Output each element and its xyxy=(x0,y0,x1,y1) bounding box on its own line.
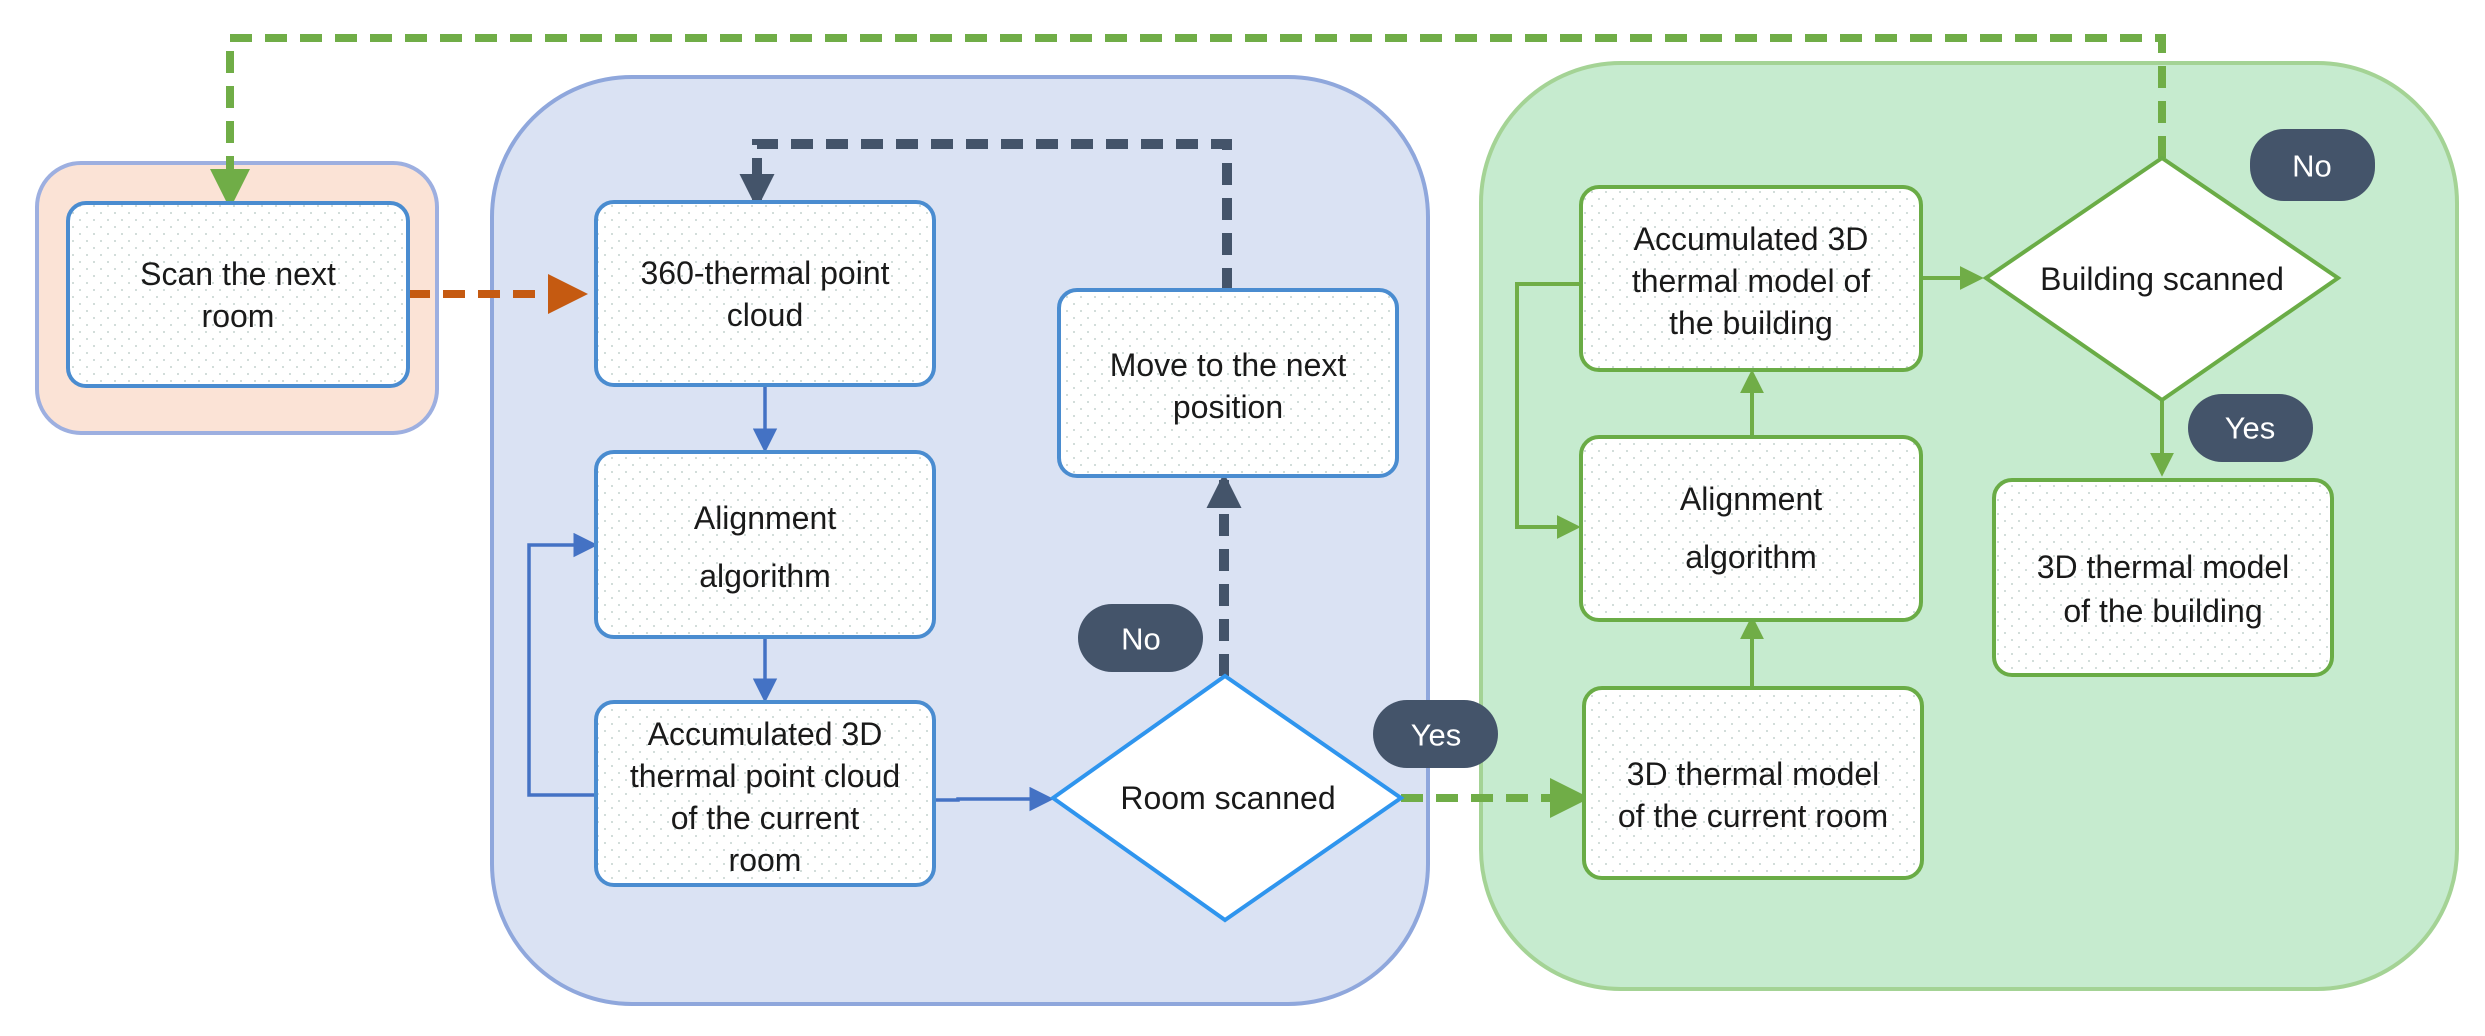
accumulated-building-label: Accumulated 3D thermal model of the buildi… xyxy=(1632,221,1870,341)
label-line: room xyxy=(729,842,802,878)
arrow-move-to-point-cloud xyxy=(739,139,1232,290)
arrow-accumulated-to-room-scanned xyxy=(928,786,1054,812)
label-line: Alignment xyxy=(1680,481,1822,517)
room-scanned-label: Room scanned xyxy=(1120,780,1335,816)
label-line: of the current room xyxy=(1618,798,1888,834)
label-line: of the current xyxy=(671,800,860,836)
accumulated-room-box xyxy=(594,700,936,887)
building-scanned-label: Building scanned xyxy=(2040,261,2284,297)
model-building-box xyxy=(1992,478,2334,677)
scan-next-room-box xyxy=(66,201,410,388)
label-line: cloud xyxy=(727,297,804,333)
label-line: 3D thermal model xyxy=(1627,756,1880,792)
room-no-badge xyxy=(1078,604,1203,672)
building-no-badge xyxy=(2250,129,2375,201)
alignment-room-box xyxy=(594,450,936,639)
label-line: thermal model of xyxy=(1632,263,1870,299)
room-no-label: No xyxy=(1121,622,1161,657)
room-scanned-diamond xyxy=(1049,673,1405,923)
label-line: algorithm xyxy=(1685,539,1817,575)
alignment-building-label: Alignment algorithm xyxy=(1680,481,1822,575)
label-line: thermal point cloud xyxy=(630,758,900,794)
room-yes-badge xyxy=(1373,700,1498,768)
arrow-accumulated-feedback xyxy=(527,532,598,797)
thermal-point-cloud-label: 360-thermal point cloud xyxy=(640,255,889,333)
label-line: Building scanned xyxy=(2040,261,2284,297)
label-line: the building xyxy=(1669,305,1833,341)
label-line: Alignment xyxy=(694,500,836,536)
label-line: position xyxy=(1173,389,1283,425)
label-line: Accumulated 3D xyxy=(648,716,883,752)
arrow-building-no-to-scan xyxy=(210,34,2166,209)
label-line: algorithm xyxy=(699,558,831,594)
label-line: 360-thermal point xyxy=(640,255,889,291)
label-line: Room scanned xyxy=(1120,780,1335,816)
room-yes-label: Yes xyxy=(1411,718,1462,753)
model-current-room-label: 3D thermal model of the current room xyxy=(1618,756,1888,834)
label-line: room xyxy=(202,298,275,334)
accumulated-room-label: Accumulated 3D thermal point cloud of the … xyxy=(630,716,900,878)
thermal-point-cloud-box xyxy=(594,200,936,387)
alignment-building-box xyxy=(1579,435,1923,622)
building-no-label: No xyxy=(2292,149,2332,184)
label-line: of the building xyxy=(2063,593,2262,629)
scan-next-room-label: Scan the next room xyxy=(140,256,336,334)
alignment-room-label: Alignment algorithm xyxy=(694,500,836,594)
model-current-room-box xyxy=(1582,686,1924,880)
label-line: Scan the next xyxy=(140,256,336,292)
accumulated-building-box xyxy=(1579,185,1923,372)
building-yes-badge xyxy=(2188,394,2313,462)
arrow-accumulated-building-feedback xyxy=(1515,282,1581,539)
building-yes-label: Yes xyxy=(2225,411,2276,446)
move-next-position-box xyxy=(1057,288,1399,478)
building-scanned-diamond xyxy=(1982,155,2342,403)
move-next-position-label: Move to the next position xyxy=(1110,347,1347,425)
label-line: Move to the next xyxy=(1110,347,1347,383)
model-building-label: 3D thermal model of the building xyxy=(2037,549,2290,629)
label-line: 3D thermal model xyxy=(2037,549,2290,585)
label-line: Accumulated 3D xyxy=(1634,221,1869,257)
